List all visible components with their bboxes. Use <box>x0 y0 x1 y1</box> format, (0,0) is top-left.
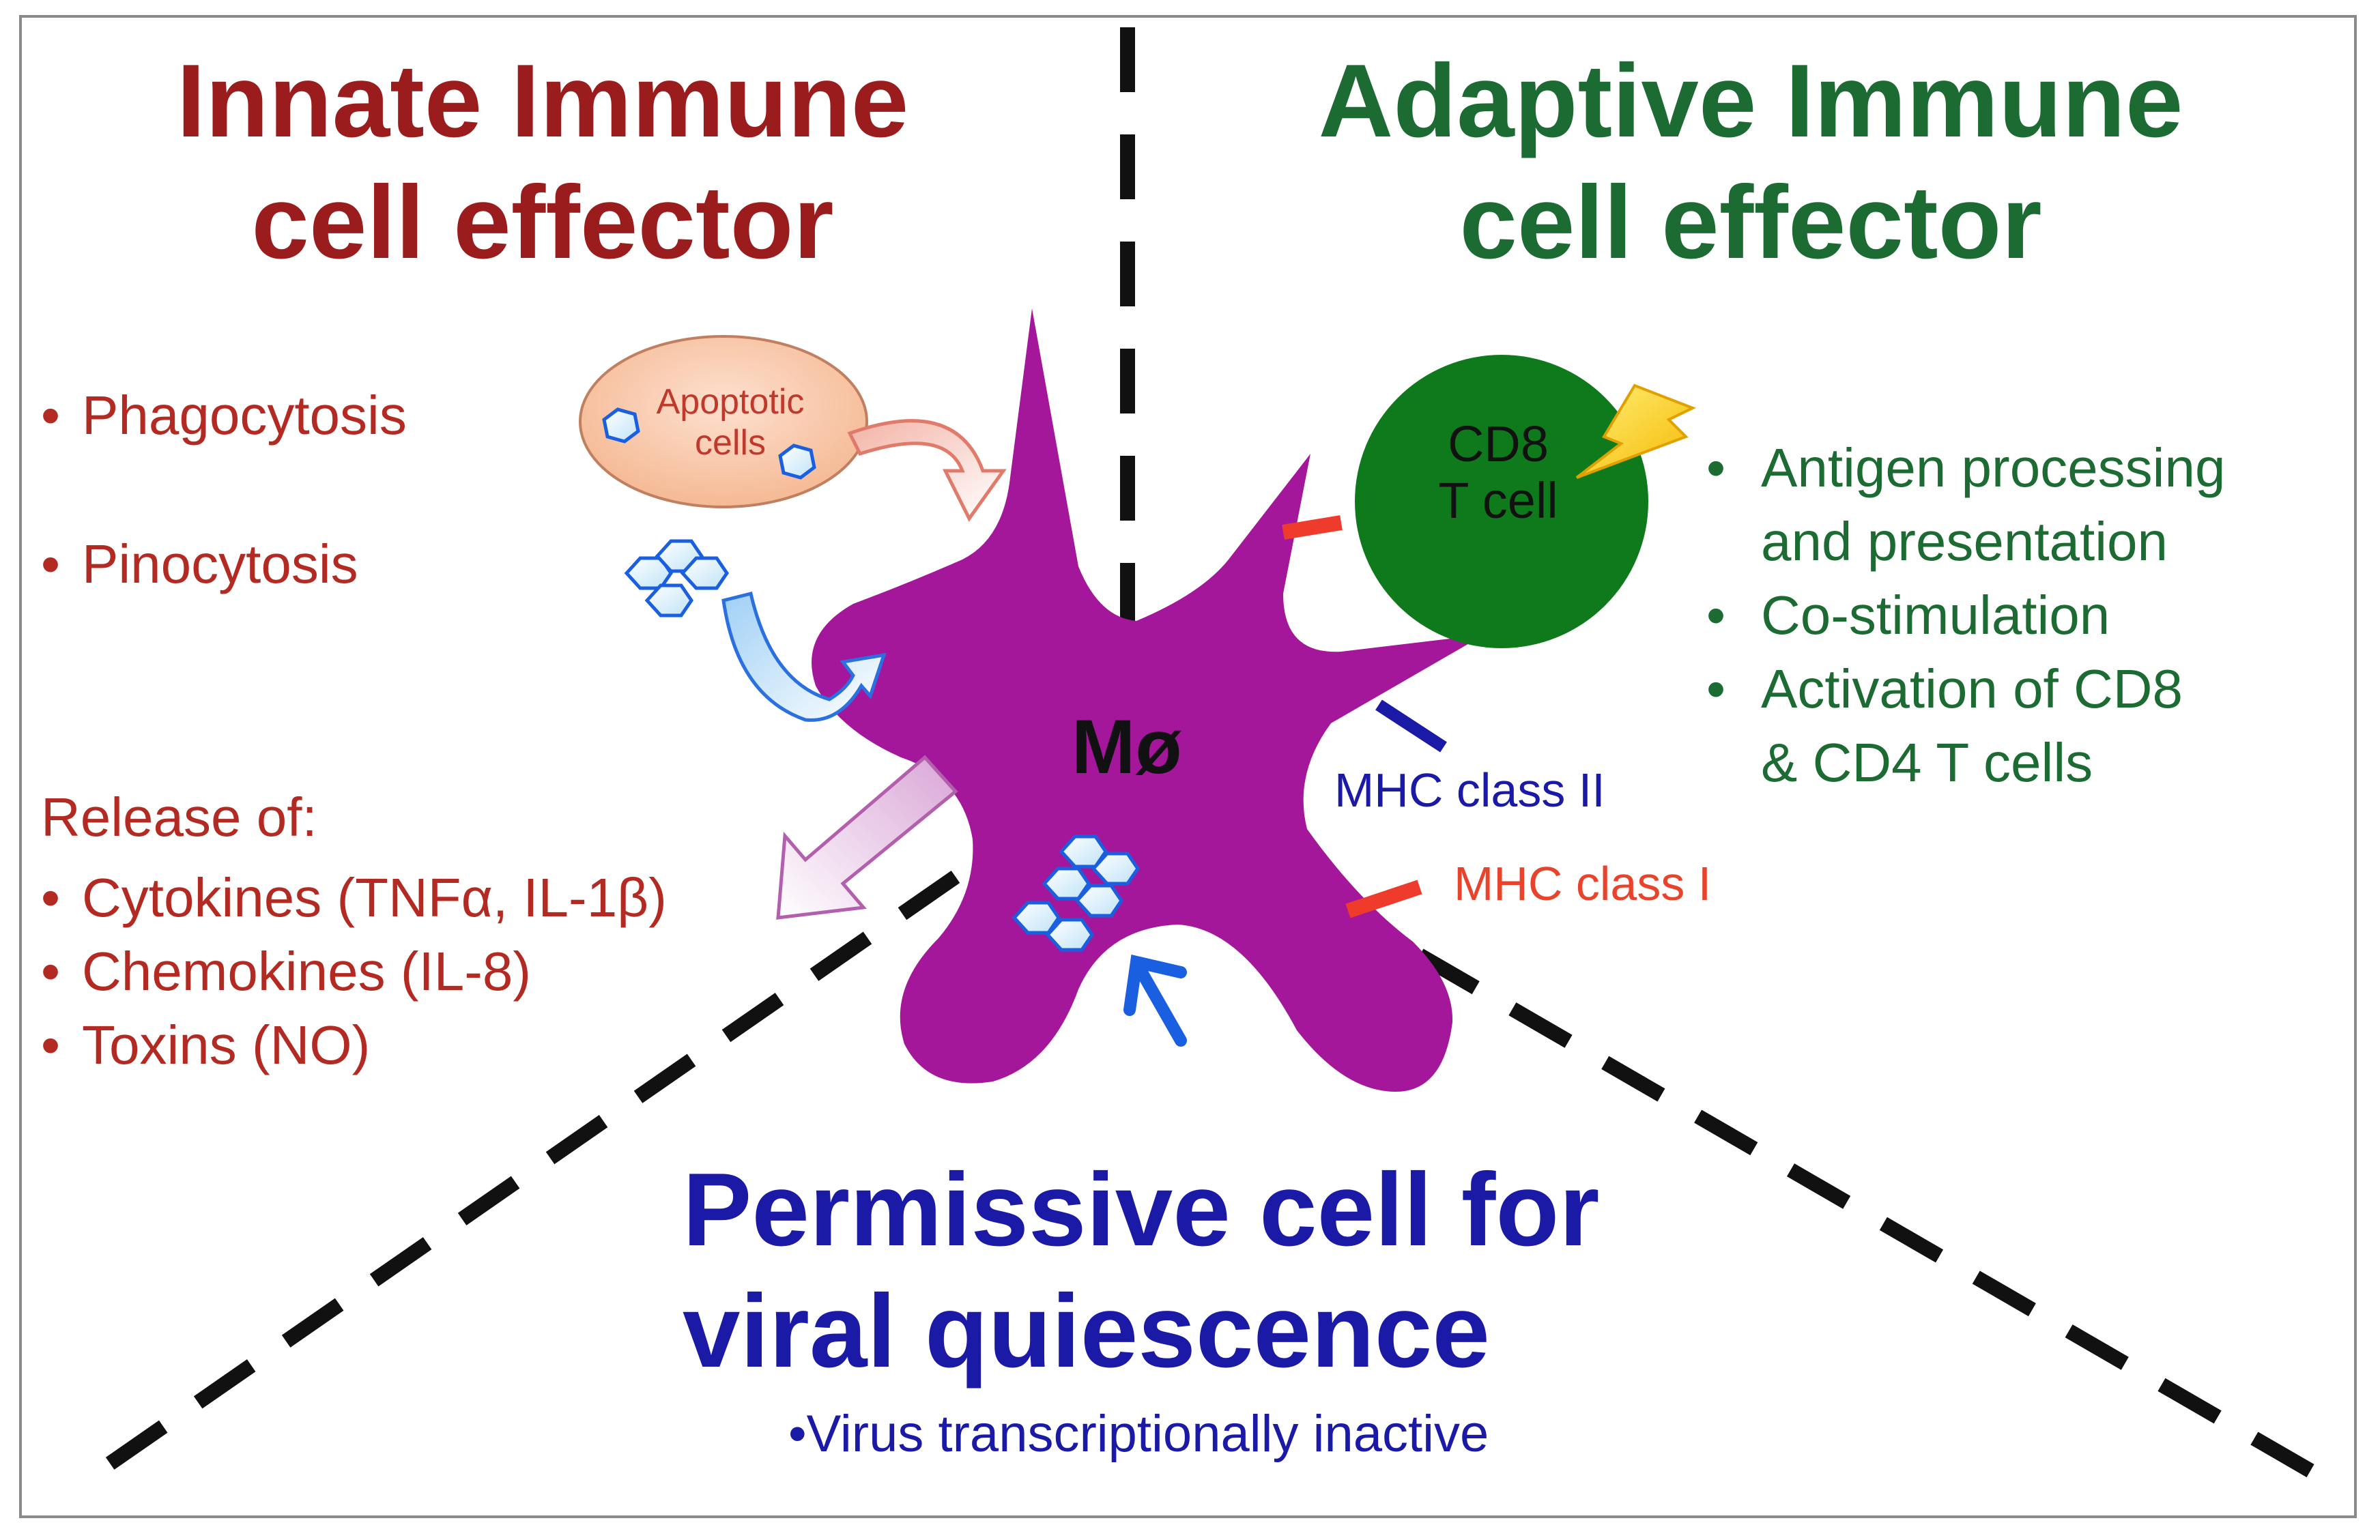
list-item: •Activation of CD8 <box>1706 658 2183 719</box>
uptake-item-pinocytosis: Pinocytosis <box>82 534 358 594</box>
phagocytosis-arrow <box>847 419 1007 522</box>
mhc-class-ii-receptor <box>1375 699 1447 753</box>
adaptive-item-activation: Activation of CD8 <box>1761 658 2183 719</box>
innate-title-line1: Innate Immune <box>176 43 909 159</box>
list-item-continuation: & CD4 T cells <box>1686 726 2225 800</box>
innate-title: Innate Immune cell effector <box>116 41 969 284</box>
uptake-item-phagocytosis: Phagocytosis <box>82 385 407 446</box>
permissive-title-line2: viral quiescence <box>683 1273 1490 1389</box>
dashed-dividers <box>81 27 2332 1487</box>
divider-left-diagonal <box>81 870 960 1487</box>
mhc-class-i-receptor-top <box>1282 515 1343 540</box>
lightning-bolt-icon <box>1575 383 1696 479</box>
list-item: •Phagocytosis <box>41 385 407 446</box>
pinocytosis-arrow <box>721 591 887 722</box>
mhc-class-i-receptor <box>1345 880 1422 918</box>
list-item: •Toxins (NO) <box>41 1015 371 1075</box>
adaptive-item-costimulation: Co-stimulation <box>1761 585 2110 645</box>
adaptive-item-antigen: Antigen processing <box>1761 437 2226 498</box>
release-label: Release of: <box>41 787 317 847</box>
apoptotic-cells <box>579 335 868 508</box>
adaptive-item-presentation: and presentation <box>1761 511 2168 572</box>
cd8-t-cell <box>1355 355 1648 648</box>
mhc-class-ii-label: MHC class II <box>1334 764 1605 817</box>
cd8-label-line2: T cell <box>1438 471 1558 529</box>
release-arrow <box>776 755 958 920</box>
innate-title-line2: cell effector <box>251 164 834 280</box>
virus-particle <box>778 444 816 480</box>
innate-release-list: •Cytokines (TNFα, IL-1β) •Chemokines (IL… <box>20 861 667 1082</box>
virus-particle <box>602 407 640 444</box>
adaptive-title-line2: cell effector <box>1459 164 2042 280</box>
cd8-label-line1: CD8 <box>1447 416 1549 472</box>
list-item: •Pinocytosis <box>41 534 358 594</box>
macrophage-label: Mø <box>1072 704 1182 789</box>
cd8-t-cell-label: CD8 T cell <box>1386 416 1611 529</box>
virus-note: •Virus transcriptionally inactive <box>788 1405 1489 1463</box>
list-item-continuation: and presentation <box>1686 505 2225 579</box>
apoptotic-label-line1: Apoptotic <box>656 382 805 422</box>
pinocytosis-virus-cluster <box>624 539 730 618</box>
list-item: •Co-stimulation <box>1706 585 2110 645</box>
divider-right-diagonal <box>1416 948 2332 1487</box>
release-item-cytokines: Cytokines (TNFα, IL-1β) <box>82 867 667 928</box>
list-item: •Antigen processing <box>1706 437 2226 498</box>
intracellular-virus-cluster <box>1012 834 1141 952</box>
adaptive-title-line1: Adaptive Immune <box>1318 43 2183 159</box>
release-item-chemokines: Chemokines (IL-8) <box>82 941 532 1002</box>
macrophage-cell <box>812 308 1485 1092</box>
list-item: •Chemokines (IL-8) <box>41 941 532 1002</box>
apoptotic-label-line2: cells <box>694 422 766 463</box>
virus-pointer-arrow <box>1123 955 1187 1047</box>
list-item: •Cytokines (TNFα, IL-1β) <box>41 867 667 928</box>
innate-uptake-list: •Phagocytosis •Pinocytosis <box>20 341 407 639</box>
mhc-class-i-label: MHC class I <box>1454 857 1712 910</box>
release-item-toxins: Toxins (NO) <box>82 1015 371 1075</box>
adaptive-item-cd4: & CD4 T cells <box>1761 732 2093 793</box>
adaptive-title: Adaptive Immune cell effector <box>1256 41 2246 284</box>
adaptive-list: •Antigen processing and presentation •Co… <box>1686 431 2225 800</box>
apoptotic-cells-label: Apoptotic cells <box>594 382 867 464</box>
permissive-title-line1: Permissive cell for <box>683 1152 1600 1268</box>
permissive-title: Permissive cell for viral quiescence <box>683 1150 1706 1393</box>
